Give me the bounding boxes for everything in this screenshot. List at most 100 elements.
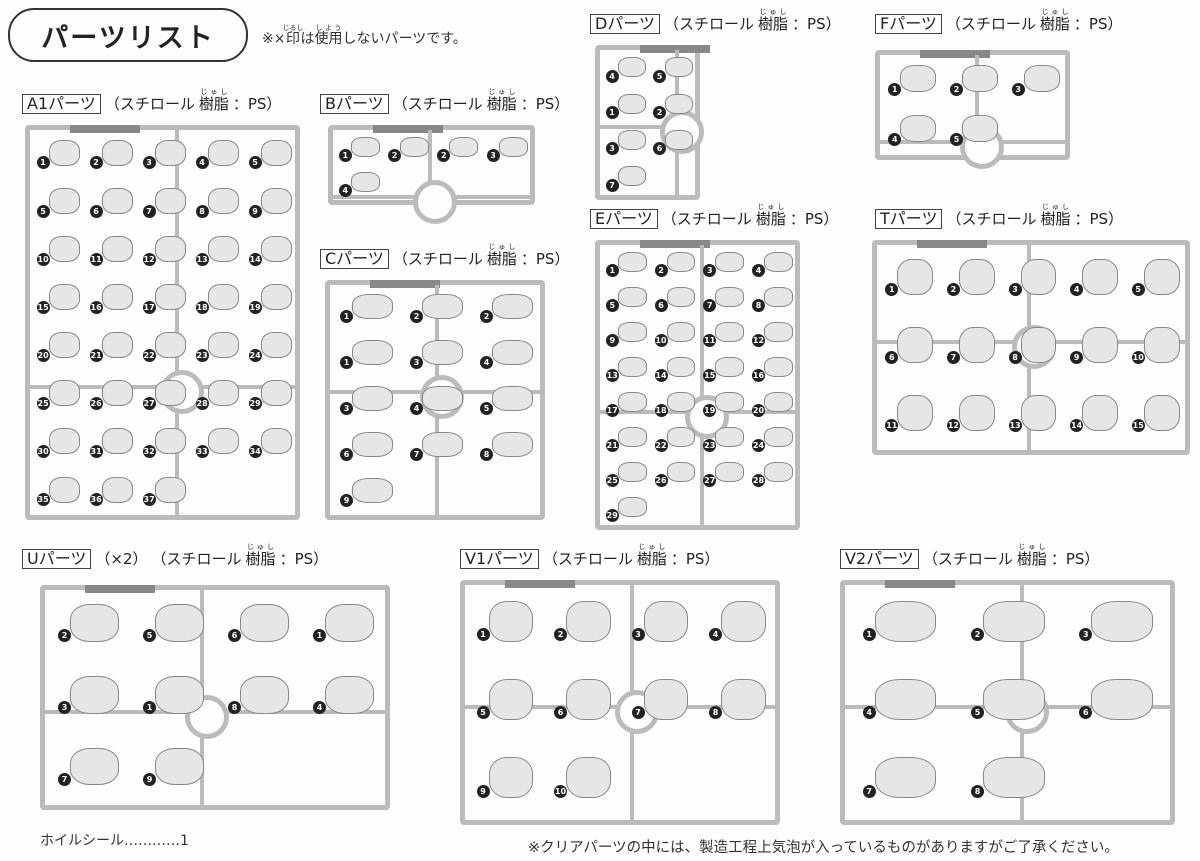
part-piece — [900, 65, 937, 92]
part-piece — [666, 287, 696, 307]
part-number-badge: 22 — [142, 348, 156, 362]
part-piece — [207, 139, 239, 166]
part-piece — [666, 357, 696, 377]
part-piece — [207, 235, 239, 262]
part-piece — [352, 478, 393, 504]
part-piece — [101, 187, 133, 214]
part-number-badge: 26 — [89, 397, 103, 411]
part-piece — [207, 332, 239, 359]
part-number-badge: 27 — [703, 474, 717, 488]
part-number-badge: 2 — [89, 156, 103, 170]
part-number-badge: 1 — [476, 628, 490, 642]
part-number-badge: 7 — [410, 448, 423, 462]
part-piece — [566, 757, 611, 799]
part-number-badge: 13 — [605, 369, 619, 383]
part-number-badge: 8 — [971, 784, 984, 798]
part-piece — [488, 757, 534, 799]
part-number-badge: 5 — [971, 706, 984, 720]
part-number-badge: 6 — [1079, 706, 1093, 720]
part-piece — [1143, 395, 1180, 432]
part-number-badge: 13 — [195, 252, 209, 266]
material-text: （スチロール — [945, 15, 1036, 33]
part-piece — [721, 600, 766, 642]
clear-parts-note: ※クリアパーツの中には、製造工程上気泡が入っているものがありますがご了承ください… — [528, 840, 1119, 856]
part-piece — [617, 322, 647, 342]
part-piece — [764, 392, 793, 412]
part-number-badge: 12 — [946, 419, 960, 433]
note-text: しないパーツです。 — [342, 31, 467, 47]
part-piece — [566, 679, 611, 721]
part-piece — [422, 432, 463, 458]
part-number-badge: 10 — [654, 334, 668, 348]
note-prefix: ※× — [262, 31, 286, 47]
part-number-badge: 5 — [653, 69, 666, 83]
part-piece — [207, 428, 239, 455]
material-text: （スチロール — [542, 550, 633, 568]
part-piece — [101, 428, 133, 455]
part-piece — [154, 428, 186, 455]
part-piece — [715, 427, 745, 447]
part-number-badge: 2 — [388, 149, 402, 163]
part-piece — [48, 284, 80, 311]
part-piece — [154, 235, 186, 262]
part-piece — [325, 604, 374, 643]
material-kanji: 樹脂 — [486, 95, 517, 113]
part-piece — [764, 322, 793, 342]
part-number-badge: 3 — [340, 402, 353, 416]
part-piece — [617, 129, 646, 150]
part-number-badge: 7 — [946, 350, 960, 364]
runner-name: Cパーツ — [320, 249, 389, 269]
runner-label-v2: V2パーツ（スチロール樹脂じゅし：PS） — [840, 543, 1099, 569]
part-piece — [154, 380, 186, 407]
part-number-badge: 3 — [142, 156, 156, 170]
part-piece — [207, 380, 239, 407]
part-number-badge: 11 — [703, 334, 717, 348]
runner-label-c: Cパーツ（スチロール樹脂じゅし：PS） — [320, 243, 569, 269]
part-number-badge: 36 — [89, 493, 103, 507]
part-piece — [492, 432, 533, 458]
part-piece — [492, 386, 533, 412]
part-piece — [983, 600, 1045, 642]
part-number-badge: 7 — [142, 204, 156, 218]
runner-label-e: Eパーツ（スチロール樹脂じゅし：PS） — [590, 203, 838, 229]
part-number-badge: 26 — [654, 474, 668, 488]
part-piece — [715, 287, 745, 307]
part-piece — [764, 252, 793, 272]
part-piece — [1023, 65, 1060, 92]
part-number-badge: 19 — [703, 404, 717, 418]
part-number-badge: 15 — [36, 300, 50, 314]
part-piece — [48, 187, 80, 214]
part-piece — [207, 187, 239, 214]
part-number-badge: 3 — [1008, 282, 1022, 296]
part-number-badge: 16 — [752, 369, 765, 383]
part-number-badge: 24 — [752, 439, 765, 453]
part-piece — [897, 327, 934, 364]
part-number-badge: 33 — [195, 445, 209, 459]
part-piece — [260, 187, 292, 214]
part-number-badge: 29 — [248, 397, 262, 411]
part-piece — [643, 600, 689, 642]
part-piece — [666, 252, 696, 272]
part-piece — [48, 380, 80, 407]
part-number-badge: 6 — [654, 299, 668, 313]
part-number-badge: 8 — [1008, 350, 1022, 364]
part-piece — [1082, 327, 1118, 364]
material-text: （スチロール — [661, 210, 752, 228]
part-number-badge: 10 — [1131, 350, 1145, 364]
part-piece — [617, 57, 646, 78]
runner-tag — [85, 585, 155, 593]
part-number-badge: 15 — [1131, 419, 1145, 433]
part-number-badge: 6 — [653, 142, 666, 156]
runner-name: Dパーツ — [590, 14, 661, 34]
part-piece — [155, 747, 204, 786]
material-text: ：PS） — [1050, 550, 1100, 568]
part-number-badge: 22 — [654, 439, 668, 453]
part-piece — [1020, 327, 1057, 364]
part-number-badge: 4 — [480, 356, 493, 370]
part-piece — [666, 427, 696, 447]
